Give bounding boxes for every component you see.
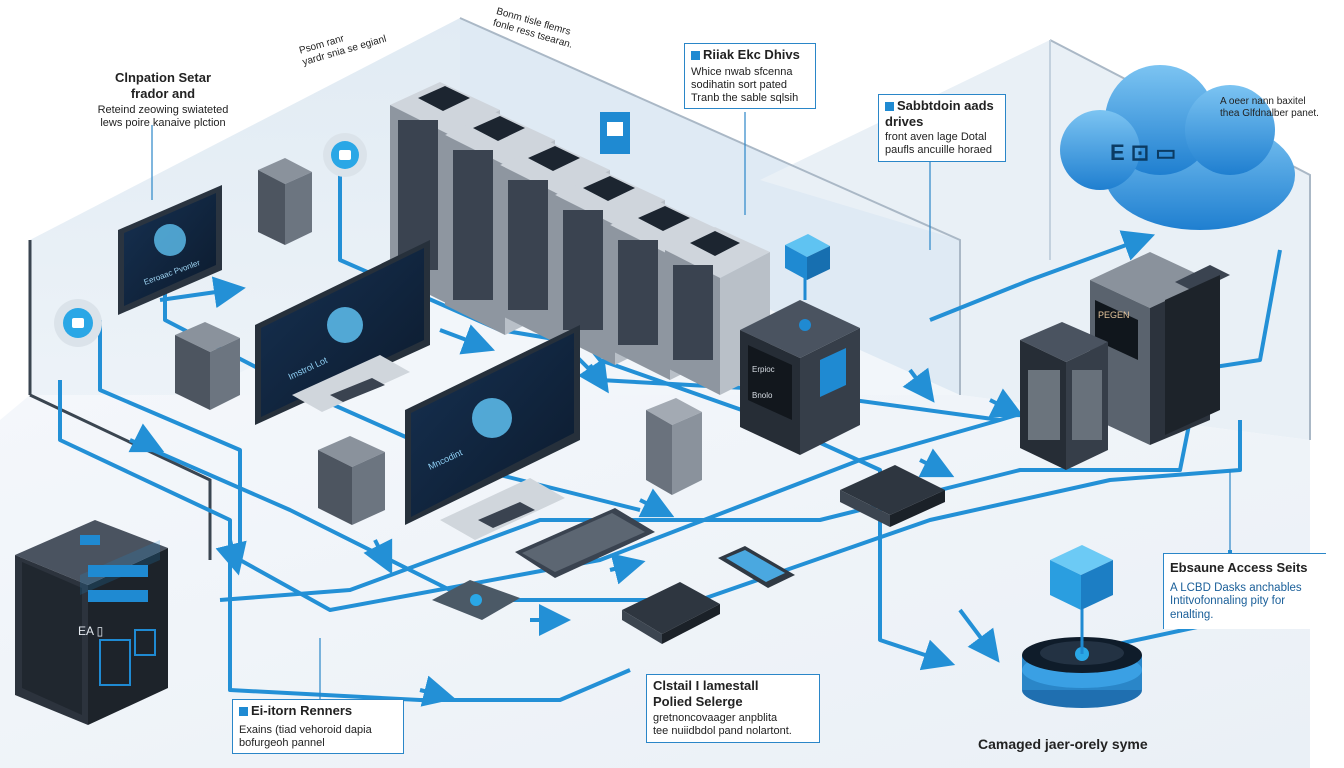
callout-hamestall: Clstail I lamestall Polied Selerge gretn… <box>646 674 820 743</box>
callout-renners-title: Ei-itorn Renners <box>251 703 353 718</box>
callout-access: Ebsaune Access Seits A LCBD Dasks anchab… <box>1163 553 1326 629</box>
callout-marker <box>691 51 700 60</box>
access-terminal[interactable]: EA ▯ <box>15 520 168 725</box>
tablet-device[interactable] <box>432 580 520 620</box>
callout-access-body: A LCBD Dasks anchables Intitvofonnaling … <box>1170 581 1302 622</box>
right-tower[interactable]: PEGEN <box>1090 252 1230 445</box>
monitor-right[interactable]: Mncodint <box>405 325 580 540</box>
shield-icon <box>472 398 512 438</box>
mini-server[interactable] <box>258 158 312 245</box>
server-icon[interactable] <box>1020 322 1108 470</box>
callout-hamestall-title: Clstail I lamestall Polied Selerge <box>653 678 759 709</box>
mini-server[interactable] <box>318 436 385 525</box>
mini-server[interactable] <box>175 322 240 410</box>
server-rack-row <box>390 82 770 395</box>
cabinet-screen-text: Erpioc <box>752 365 775 374</box>
database-icon[interactable] <box>1022 545 1142 708</box>
callout-access-title: Ebsaune Access Seits <box>1170 560 1308 575</box>
callout-hamestall-body: gretnoncovaager anpblita tee nuiidbdol p… <box>653 712 792 738</box>
callout-top-left-title: Clnpation Setar frador and <box>114 70 212 101</box>
callout-marker <box>885 102 894 111</box>
callout-renners-body: Exains (tiad vehoroid dapia bofurgeoh pa… <box>239 723 372 749</box>
wall-monitor[interactable]: Eeroaac Pvonler <box>118 185 222 315</box>
lock-icon <box>323 133 367 177</box>
callout-renners: Ei-itorn Renners Exains (tiad vehoroid d… <box>232 699 404 754</box>
keyboard-icon[interactable] <box>515 508 655 578</box>
wall-tag <box>600 112 630 154</box>
lock-icon <box>54 299 102 347</box>
callout-subdrives: Sabbtdoin aads drives front aven lage Do… <box>878 94 1006 162</box>
cloud-note: A oeer nann baxitel thea Glfdnalber pane… <box>1220 96 1319 119</box>
switch-icon[interactable] <box>840 465 945 527</box>
leader-lines <box>151 112 1231 700</box>
callout-drives-title: Riiak Ekc Dhivs <box>703 47 800 62</box>
callout-drives: Riiak Ekc Dhivs Whice nwab sfcenna sodih… <box>684 43 816 110</box>
shield-icon <box>327 307 363 343</box>
callout-drives-body: Whice nwab sfcenna sodihatin sort pated … <box>691 65 799 104</box>
tower-screen-text: PEGEN <box>1098 310 1130 320</box>
callout-subdrives-title: Sabbtdoin aads drives <box>885 98 994 129</box>
network-switch[interactable] <box>622 582 720 644</box>
callout-marker <box>239 707 248 716</box>
callout-top-left-body: Reteind zeowing swiateted lews poire kan… <box>97 104 229 130</box>
callout-top-left: Clnpation Setar frador and Reteind zeowi… <box>78 70 248 131</box>
callout-subdrives-body: front aven lage Dotal paufls ancuille ho… <box>885 131 993 157</box>
mini-server[interactable] <box>646 398 702 495</box>
monitor-left[interactable]: Imstrol Lot <box>255 240 430 425</box>
gadget-left-text: EA ▯ <box>78 624 103 638</box>
phone-icon[interactable] <box>718 546 795 588</box>
cloud-glyphs: E ⊡ ▭ <box>1110 140 1176 165</box>
shield-icon <box>154 224 186 256</box>
cabinet-sub-text: Bnolo <box>752 391 773 400</box>
cloud-icon[interactable]: E ⊡ ▭ <box>1060 65 1295 230</box>
bottom-right-caption: Camaged jaer-orely syme <box>978 736 1148 752</box>
security-cabinet[interactable]: Erpioc Bnolo <box>740 234 860 455</box>
